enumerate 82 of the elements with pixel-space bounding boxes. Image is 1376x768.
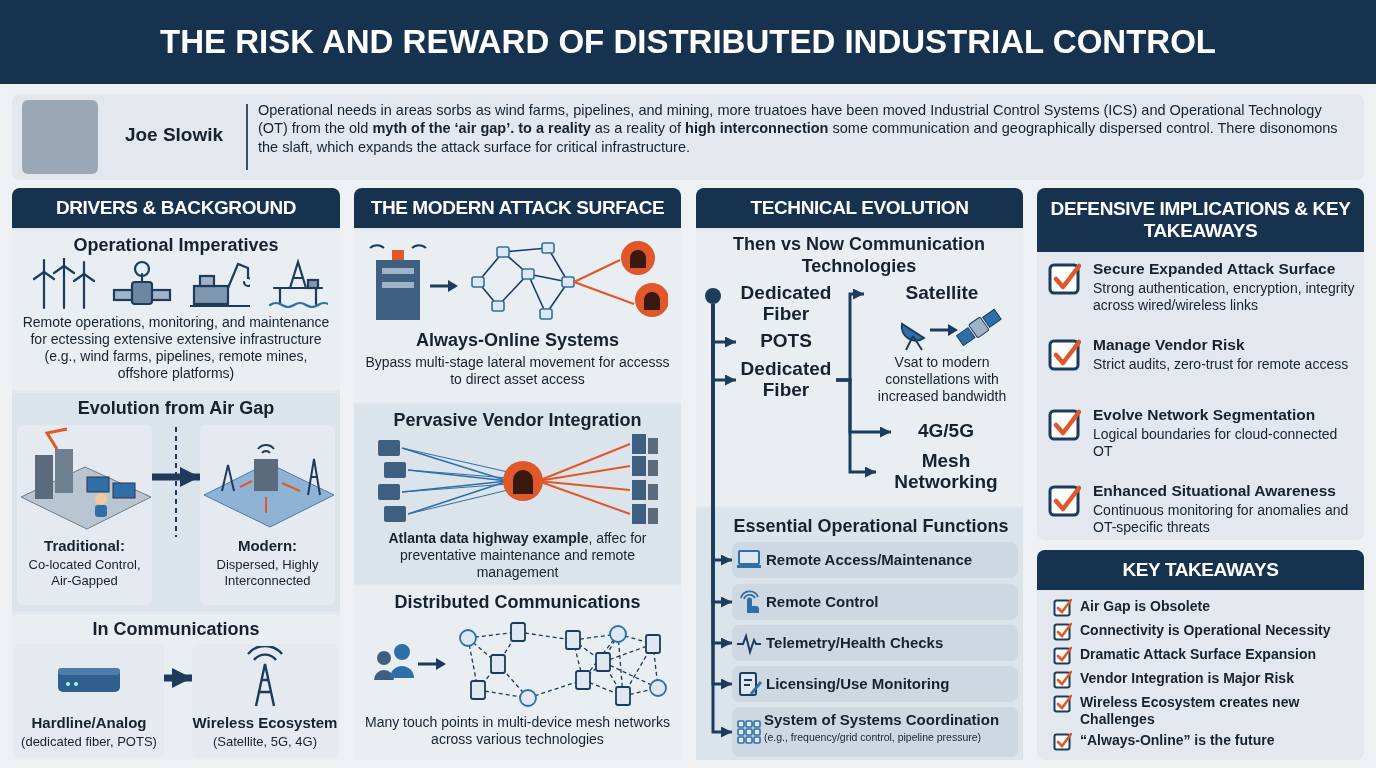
function-note: (e.g., frequency/grid control, pipeline pressure) xyxy=(764,731,983,744)
column-panel xyxy=(696,188,1023,760)
column-heading: DEFENSIVE IMPLICATIONS & KEY TAKEAWAYS xyxy=(1037,188,1364,252)
technology-label: Dedicated Fiber xyxy=(736,358,836,402)
section-heading: Pervasive Vendor Integration xyxy=(392,410,643,432)
timeline-dot xyxy=(705,288,721,304)
takeaway-item: Dramatic Attack Surface Expansion xyxy=(1080,646,1316,663)
section-panel xyxy=(354,586,681,760)
technology-label: POTS xyxy=(736,330,836,354)
item-heading: Hardline/Analog xyxy=(30,714,148,732)
connector-arrow xyxy=(836,378,876,478)
item-text: Co-located Control, Air-Gapped xyxy=(27,557,142,589)
takeaway-text: Strong authentication, encryption, integrity across wired/wireless links xyxy=(1093,280,1356,314)
takeaway-heading: Secure Expanded Attack Surface xyxy=(1093,260,1337,279)
connector-arrow xyxy=(164,668,192,688)
takeaway-item: Connectivity is Operational Necessity xyxy=(1080,622,1331,639)
section-panel xyxy=(12,230,340,390)
section-text: Atlanta data highway example, affec for preventative maintenance and remote management xyxy=(387,530,648,582)
takeaway-text: Continuous monitoring for anomalies and OT-specific threats xyxy=(1093,502,1350,536)
section-panel xyxy=(696,230,1023,506)
item-text: Dispersed, Highly Interconnected xyxy=(215,557,320,589)
section-heading: Operational Imperatives xyxy=(72,235,280,257)
takeaway-heading: Evolve Network Segmentation xyxy=(1093,406,1317,425)
column-panel xyxy=(354,188,681,760)
speaker-name: Joe Slowik xyxy=(123,124,225,146)
section-heading: Always-Online Systems xyxy=(414,330,621,352)
comparison-card xyxy=(17,425,152,605)
function-box xyxy=(732,625,1018,661)
function-box xyxy=(732,542,1018,578)
function-box xyxy=(732,707,1018,757)
takeaway-item: Wireless Ecosystem creates new Challenges xyxy=(1080,694,1301,728)
comparison-card xyxy=(200,425,335,605)
technology-label: Satellite xyxy=(904,282,980,304)
function-label: Telemetry/Health Checks xyxy=(766,634,945,652)
function-label: Licensing/Use Monitoring xyxy=(766,675,951,693)
function-label: System of Systems Coordination xyxy=(764,711,1001,729)
section-text: Many touch points in multi-device mesh networks across various technologies xyxy=(364,714,671,749)
takeaway-text: Logical boundaries for cloud-connected OT xyxy=(1093,426,1339,460)
column-panel xyxy=(1037,550,1364,760)
takeaway-heading: Manage Vendor Risk xyxy=(1093,336,1246,355)
column-heading: DRIVERS & BACKGROUND xyxy=(12,188,340,228)
section-text: Bypass multi-stage lateral movement for accesss to direct asset access xyxy=(364,354,671,389)
takeaway-heading: Enhanced Situational Awareness xyxy=(1093,482,1337,501)
connector-arrow xyxy=(152,467,200,487)
function-label: Remote Access/Maintenance xyxy=(766,551,974,569)
section-heading: Evolution from Air Gap xyxy=(76,398,276,420)
section-heading: Distributed Communications xyxy=(393,592,642,614)
takeaway-item: “Always-Online” is the future xyxy=(1080,732,1275,749)
section-panel xyxy=(12,614,340,760)
section-panel xyxy=(354,230,681,402)
takeaway-item: Vendor Integration is Major Risk xyxy=(1080,670,1294,687)
section-panel xyxy=(696,508,1023,760)
section-text: Remote operations, monitoring, and maintenance for ectessing extensive extensive infrastructure (e.g., wind farms, pipelines, remote mines, offshore platforms) xyxy=(22,314,330,383)
column-panel xyxy=(12,188,340,760)
column-panel xyxy=(1037,188,1364,540)
function-label: Remote Control xyxy=(766,593,880,611)
intro-text: Operational needs in areas sorbs as wind farms, pipelines, and mining, more truatoes have been moved Industrial Control Systems (ICS) and Operational Technology (OT) from the old myth of the ‘air gap’. to a reality as a reality of high interconnection some communication and geographically dispersed control. There disonomons the slaft, which expands the attack surface for critical infrastructure. xyxy=(258,101,1339,157)
comparison-card xyxy=(14,644,164,758)
column-heading: KEY TAKEAWAYS xyxy=(1037,550,1364,590)
technology-label: 4G/5G xyxy=(891,420,1001,444)
column-heading: THE MODERN ATTACK SURFACE xyxy=(354,188,681,228)
item-heading: Modern: xyxy=(236,537,299,555)
technology-label: Dedicated Fiber xyxy=(739,282,833,325)
takeaway-item: Air Gap is Obsolete xyxy=(1080,598,1210,615)
item-text: (dedicated fiber, POTS) xyxy=(20,734,158,750)
item-heading: Traditional: xyxy=(43,537,126,555)
section-panel xyxy=(12,393,340,611)
technology-note: Vsat to modern constellations with increased bandwidth xyxy=(876,354,1008,405)
section-heading: In Communications xyxy=(91,619,261,641)
function-box xyxy=(732,584,1018,620)
section-heading: Essential Operational Functions xyxy=(732,516,1010,538)
technology-label: Mesh Networking xyxy=(876,450,1016,494)
section-panel xyxy=(354,404,681,584)
title: THE RISK AND REWARD OF DISTRIBUTED INDUSTRIAL CONTROL xyxy=(159,22,1217,62)
intro-panel xyxy=(12,94,1364,180)
section-heading: Then vs Now Communication Technologies xyxy=(732,234,986,278)
item-heading: Wireless Ecosystem xyxy=(192,714,338,732)
item-text: (Satellite, 5G, 4G) xyxy=(211,734,318,750)
comparison-card xyxy=(192,644,338,758)
column-heading: TECHNICAL EVOLUTION xyxy=(696,188,1023,228)
function-box xyxy=(732,666,1018,702)
takeaway-text: Strict audits, zero-trust for remote access xyxy=(1093,356,1350,373)
